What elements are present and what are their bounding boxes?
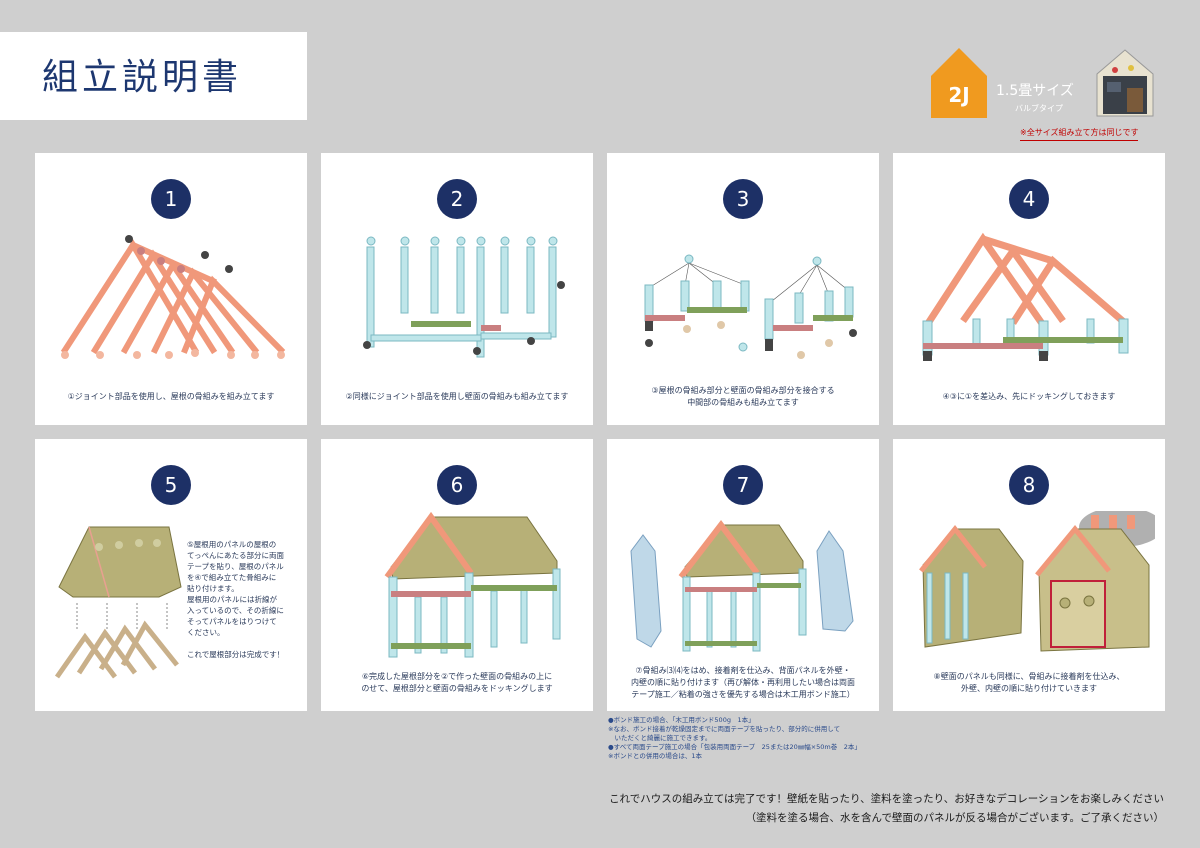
step-side-text: ⑤屋根用のパネルの屋根の てっぺんにあたる部分に両面 テープを貼り、屋根のパネル… (187, 540, 285, 659)
size-badge-icon: 2J (931, 48, 987, 118)
title-box: 組立説明書 (0, 32, 307, 120)
size-subtitle: バルブタイプ (1015, 104, 1063, 113)
step-caption: ⑧壁面のパネルも同様に、骨組みに接着剤を仕込み、 外壁、内壁の順に貼り付けていき… (933, 672, 1125, 693)
step-caption: ④③に①を差込み、先にドッキングしておきます (942, 392, 1116, 401)
step-card-6: 6 ⑥完成した屋根部分を②で作った壁面の骨組みの上に のせて、屋根部分と壁面の骨… (321, 439, 593, 711)
step-number: 4 (1009, 179, 1049, 219)
house-photo-thumbnail (1096, 49, 1154, 117)
step-caption: ⑦骨組み⑶⑷をはめ、接着剤を仕込み、背面パネルを外壁・ 内壁の順に貼り付けます（… (631, 666, 855, 699)
closing-message: これでハウスの組み立ては完了です！壁紙を貼ったり、塗料を塗ったり、お好きなデコレ… (609, 793, 1164, 805)
step-caption: ③屋根の骨組み部分と壁面の骨組み部分を接合する 中間部の骨組みも組み立てます (651, 386, 835, 407)
step-card-5: 5 ⑤屋根用のパネルの屋根の てっぺんにあたる部分に両面 テープを貼り、屋根のパ… (35, 439, 307, 711)
step-number: 7 (723, 465, 763, 505)
page-title: 組立説明書 (42, 57, 243, 98)
step-number: 5 (151, 465, 191, 505)
adhesive-notes: ●ボンド施工の場合、「木工用ボンド500g 1本」 ※なお、ボンド接着が乾燥固定… (608, 716, 861, 760)
step-number: 8 (1009, 465, 1049, 505)
step-card-1: 1 ①ジョイント部品を使用し、屋根の骨組みを組み立てます (35, 153, 307, 425)
step-number: 2 (437, 179, 477, 219)
step-caption: ②同様にジョイント部品を使用し壁面の骨組みも組み立てます (345, 392, 569, 401)
step-card-8: 8 ⑧壁面のパネルも同様に、骨組みに接着剤を仕込み、 外壁、内壁の順に貼り付けて… (893, 439, 1165, 711)
docked-frame-illustration (922, 232, 1129, 361)
roof-on-walls-illustration (384, 511, 561, 658)
size-title: 1.5畳サイズ (996, 83, 1074, 99)
step-number: 1 (151, 179, 191, 219)
step-number: 3 (723, 179, 763, 219)
middle-frame-illustration (644, 254, 857, 359)
step-card-4: 4 ④③に①を差込み、先にドッキングしておきます (893, 153, 1165, 425)
step-card-2: 2 ②同様にジョイント部品を使用し壁面の骨組みも組み立てます (321, 153, 593, 425)
step-caption: ⑥完成した屋根部分を②で作った壁面の骨組みの上に のせて、屋根部分と壁面の骨組み… (361, 672, 553, 693)
step-caption: ①ジョイント部品を使用し、屋根の骨組みを組み立てます (67, 392, 275, 401)
step-number: 6 (437, 465, 477, 505)
roof-panel-illustration (54, 526, 182, 679)
step-card-3: 3 ③屋根の骨組み部分と壁面の骨組み部分を接合する 中間部の骨組みも組み立てます (607, 153, 879, 425)
size-note: ※全サイズ組み立て方は同じです (1020, 127, 1139, 141)
wall-frame-illustration (363, 236, 565, 358)
size-badge-label: 2J (948, 83, 969, 107)
back-panel-illustration (630, 520, 854, 652)
wall-panel-illustration (919, 511, 1155, 652)
closing-caution: （塗料を塗る場合、水を含んで壁面のパネルが反る場合がございます。ご了承ください） (745, 812, 1164, 824)
step-card-7: 7 ⑦骨組み⑶⑷をはめ、接着剤を仕込み、背面パネルを外壁・ 内壁の順に貼り付けま… (607, 439, 879, 711)
roof-frame-illustration (60, 235, 286, 359)
